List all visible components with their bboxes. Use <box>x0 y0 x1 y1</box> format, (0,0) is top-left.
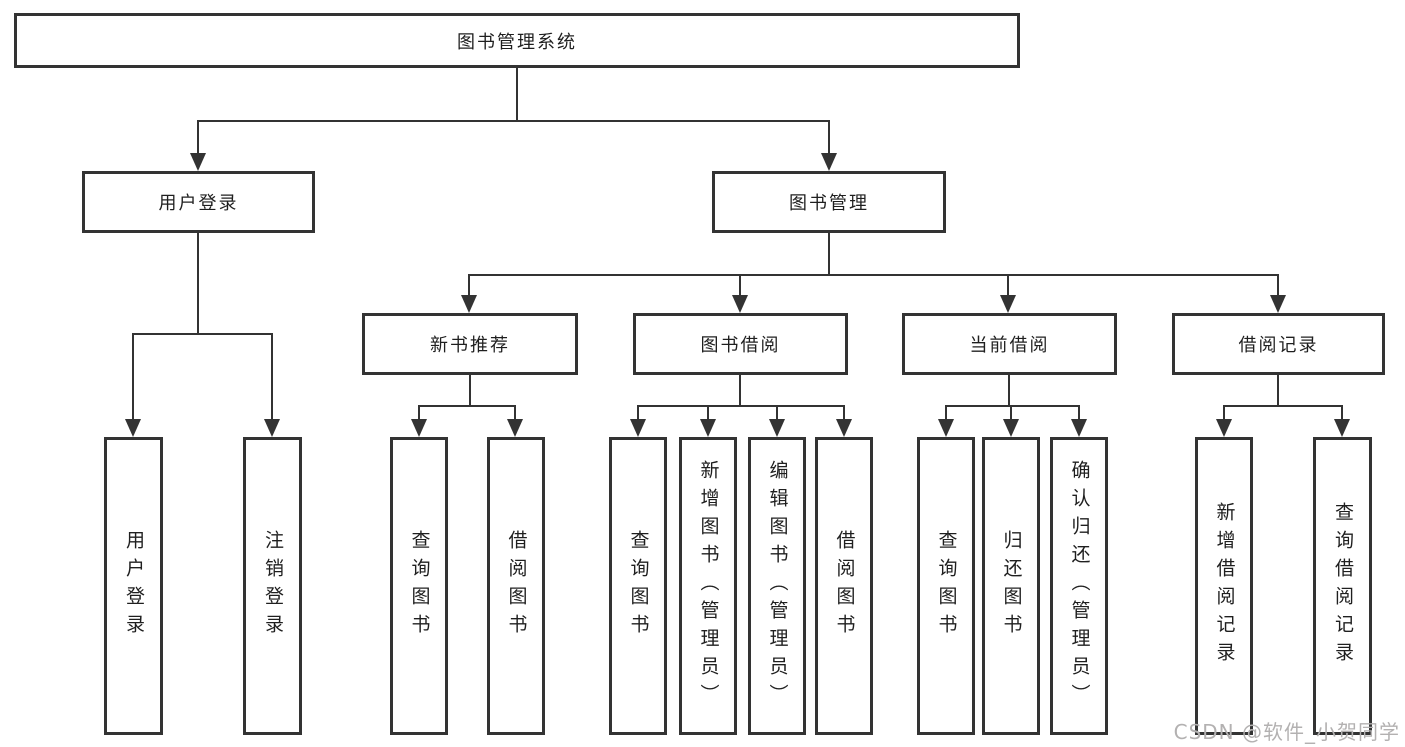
node-root-label: 图书管理系统 <box>457 31 577 53</box>
leaf-query-books-3: 查询图书 <box>917 437 975 735</box>
leaf-borrow-books-1: 借阅图书 <box>487 437 545 735</box>
leaf-query-books-2: 查询图书 <box>609 437 667 735</box>
connector-current-borrow-stem <box>1008 375 1010 405</box>
leaf-query-books-1-label: 查询图书 <box>408 530 431 642</box>
leaf-query-record-label: 查询借阅记录 <box>1332 502 1354 670</box>
leaf-query-books-1: 查询图书 <box>390 437 448 735</box>
leaf-add-record: 新增借阅记录 <box>1195 437 1253 735</box>
arrowhead-to-leaf-add-record <box>1216 405 1232 437</box>
connector-root-stem <box>516 68 518 121</box>
connector-root-bus <box>198 120 830 122</box>
connector-book-management-bus <box>468 274 1279 276</box>
node-root: 图书管理系统 <box>14 13 1020 68</box>
node-current-borrow: 当前借阅 <box>902 313 1117 375</box>
arrowhead-to-leaf-login <box>125 333 141 437</box>
arrowhead-to-leaf-confirm-return <box>1071 405 1087 437</box>
leaf-add-book-label: 新增图书（管理员） <box>697 460 720 712</box>
connector-borrow-record-stem <box>1277 375 1279 405</box>
connector-book-borrow-bus <box>637 405 845 407</box>
arrowhead-to-leaf-query-books-1 <box>411 405 427 437</box>
arrowhead-to-new-book-recommend <box>461 274 477 313</box>
leaf-query-record: 查询借阅记录 <box>1313 437 1372 735</box>
node-user-login: 用户登录 <box>82 171 315 233</box>
node-book-borrow: 图书借阅 <box>633 313 848 375</box>
leaf-edit-book-label: 编辑图书（管理员） <box>766 460 789 712</box>
connector-user-login-stem <box>197 233 199 333</box>
node-current-borrow-label: 当前借阅 <box>969 335 1050 356</box>
arrowhead-to-leaf-logout <box>264 333 280 437</box>
arrowhead-to-leaf-query-books-2 <box>630 405 646 437</box>
node-user-login-label: 用户登录 <box>158 193 239 214</box>
leaf-user-login: 用户登录 <box>104 437 163 735</box>
leaf-logout: 注销登录 <box>243 437 302 735</box>
leaf-edit-book: 编辑图书（管理员） <box>748 437 806 735</box>
connector-new-book-recommend-bus <box>418 405 516 407</box>
leaf-logout-label: 注销登录 <box>262 530 284 642</box>
arrowhead-to-leaf-add-book <box>700 405 716 437</box>
arrowhead-to-leaf-return-book <box>1003 405 1019 437</box>
node-book-management-label: 图书管理 <box>789 193 869 214</box>
leaf-borrow-books-1-label: 借阅图书 <box>505 530 528 642</box>
connector-book-borrow-stem <box>739 375 741 405</box>
leaf-confirm-return: 确认归还（管理员） <box>1050 437 1108 735</box>
leaf-confirm-return-label: 确认归还（管理员） <box>1068 460 1091 712</box>
arrowhead-to-current-borrow <box>1000 274 1016 313</box>
arrowhead-to-leaf-query-books-3 <box>938 405 954 437</box>
leaf-borrow-books-2: 借阅图书 <box>815 437 873 735</box>
leaf-return-book-label: 归还图书 <box>1000 530 1023 642</box>
leaf-query-books-3-label: 查询图书 <box>935 530 958 642</box>
node-new-book-recommend-label: 新书推荐 <box>430 335 510 356</box>
connector-book-management-stem <box>828 233 830 274</box>
leaf-query-books-2-label: 查询图书 <box>627 530 650 642</box>
node-new-book-recommend: 新书推荐 <box>362 313 578 375</box>
arrowhead-to-leaf-query-record <box>1334 405 1350 437</box>
leaf-add-book: 新增图书（管理员） <box>679 437 737 735</box>
connector-user-login-bus <box>132 333 273 335</box>
arrowhead-to-leaf-borrow-books-2 <box>836 405 852 437</box>
arrowhead-to-book-borrow <box>732 274 748 313</box>
leaf-return-book: 归还图书 <box>982 437 1040 735</box>
leaf-borrow-books-2-label: 借阅图书 <box>833 530 856 642</box>
arrowhead-to-borrow-record <box>1270 274 1286 313</box>
connector-borrow-record-bus <box>1223 405 1343 407</box>
connector-new-book-recommend-stem <box>469 375 471 405</box>
connector-current-borrow-bus <box>945 405 1079 407</box>
arrowhead-to-leaf-edit-book <box>769 405 785 437</box>
csdn-watermark: CSDN @软件_小贺同学 <box>1173 720 1400 744</box>
arrowhead-to-book-management <box>821 120 837 171</box>
node-book-management: 图书管理 <box>712 171 946 233</box>
leaf-user-login-label: 用户登录 <box>123 530 145 642</box>
arrowhead-to-leaf-borrow-books-1 <box>507 405 523 437</box>
node-borrow-record: 借阅记录 <box>1172 313 1385 375</box>
arrowhead-to-user-login <box>190 120 206 171</box>
leaf-add-record-label: 新增借阅记录 <box>1213 502 1236 670</box>
node-borrow-record-label: 借阅记录 <box>1238 335 1319 356</box>
node-book-borrow-label: 图书借阅 <box>700 335 781 356</box>
